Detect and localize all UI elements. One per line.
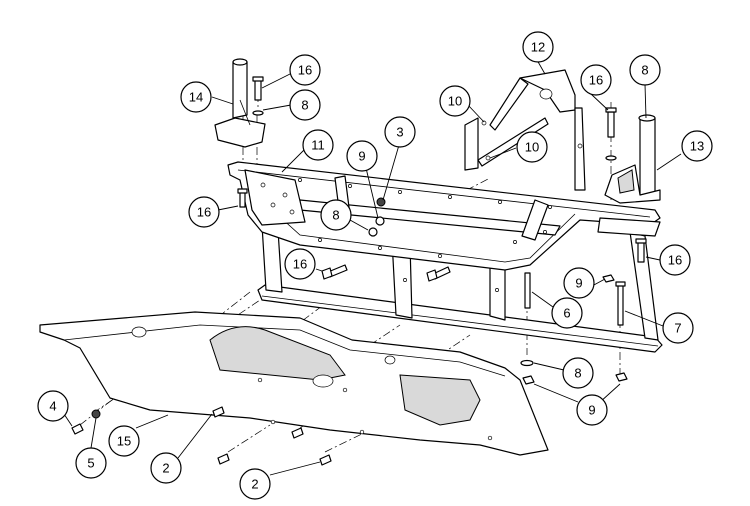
leader-lines [63,59,682,476]
callout-number: 10 [448,94,462,109]
callout-circle [551,297,583,329]
callout-circle [188,196,220,228]
callout-11-frame: 11 [302,129,334,161]
callout-circle [580,64,612,96]
right-bumper-post [604,114,661,204]
callout-16-bolt: 16 [289,54,321,86]
callout-number: 9 [358,149,365,164]
callout-2-screw: 2 [150,452,182,484]
callout-circle [75,447,107,479]
callout-circle [320,199,352,231]
callout-number: 9 [575,276,582,291]
callout-16-bolt: 16 [659,244,691,276]
bracket-assembly [464,69,586,191]
lower-frame-rail [257,284,663,353]
callout-number: 12 [531,40,545,55]
callout-number: 8 [332,208,339,223]
callout-number: 16 [293,257,307,272]
callout-16-bolt: 16 [284,248,316,280]
callout-number: 16 [589,73,603,88]
callout-9-nut: 9 [346,140,378,172]
callout-number: 8 [641,63,648,78]
callout-number: 11 [311,138,325,153]
callout-number: 2 [162,461,169,476]
callout-15-skid-plate: 15 [108,425,140,457]
callout-number: 2 [251,477,258,492]
callout-circle [562,357,594,389]
callout-circle [289,89,321,121]
callout-circle [384,116,416,148]
callout-16-bolt: 16 [188,196,220,228]
callout-circle [180,81,212,113]
callout-9-nut: 9 [576,394,608,426]
callout-number: 8 [301,98,308,113]
callout-number: 16 [298,63,312,78]
callout-12-bracket: 12 [522,31,554,63]
callout-2-screw: 2 [239,468,271,500]
callout-10-bracket-arm: 10 [516,131,548,163]
left-bumper-post [214,58,266,148]
callout-number: 16 [197,205,211,220]
callout-number: 9 [588,403,595,418]
callout-circle [37,390,69,422]
callout-number: 8 [574,366,581,381]
callout-9-nut: 9 [563,267,595,299]
callout-circle [150,452,182,484]
callout-circle [662,312,694,344]
callout-circle [659,244,691,276]
callout-circle [302,129,334,161]
callout-16-bolt: 16 [580,64,612,96]
callout-number: 7 [674,321,681,336]
callout-number: 10 [525,140,539,155]
callout-circle [108,425,140,457]
callout-number: 14 [189,90,203,105]
callout-circle [629,54,661,86]
callout-circle [576,394,608,426]
callout-14-left-bumper-post: 14 [180,81,212,113]
callout-7-bolt: 7 [662,312,694,344]
callout-number: 4 [49,399,56,414]
callout-circle [289,54,321,86]
callout-number: 15 [117,434,131,449]
callout-circle [522,31,554,63]
skid-plate [39,311,549,456]
callout-10-bracket-arm: 10 [439,85,471,117]
callout-6-bolt: 6 [551,297,583,329]
callout-circle [284,248,316,280]
callout-8-washer: 8 [562,357,594,389]
callout-8-washer: 8 [320,199,352,231]
callout-13-right-bumper-post: 13 [681,130,713,162]
callout-circle [681,130,713,162]
main-frame [227,161,661,341]
callout-circle [239,468,271,500]
callout-circle [563,267,595,299]
callout-5-grommet: 5 [75,447,107,479]
callout-circle [439,85,471,117]
callout-number: 5 [87,456,94,471]
callout-3-nut: 3 [384,116,416,148]
callout-8-washer: 8 [289,89,321,121]
callout-number: 6 [563,306,570,321]
callout-circle [516,131,548,163]
callout-number: 16 [668,253,682,268]
hardware [71,76,647,466]
callout-4-screw: 4 [37,390,69,422]
callout-number: 3 [396,125,403,140]
callout-8-washer: 8 [629,54,661,86]
callout-number: 13 [690,139,704,154]
callout-circle [346,140,378,172]
